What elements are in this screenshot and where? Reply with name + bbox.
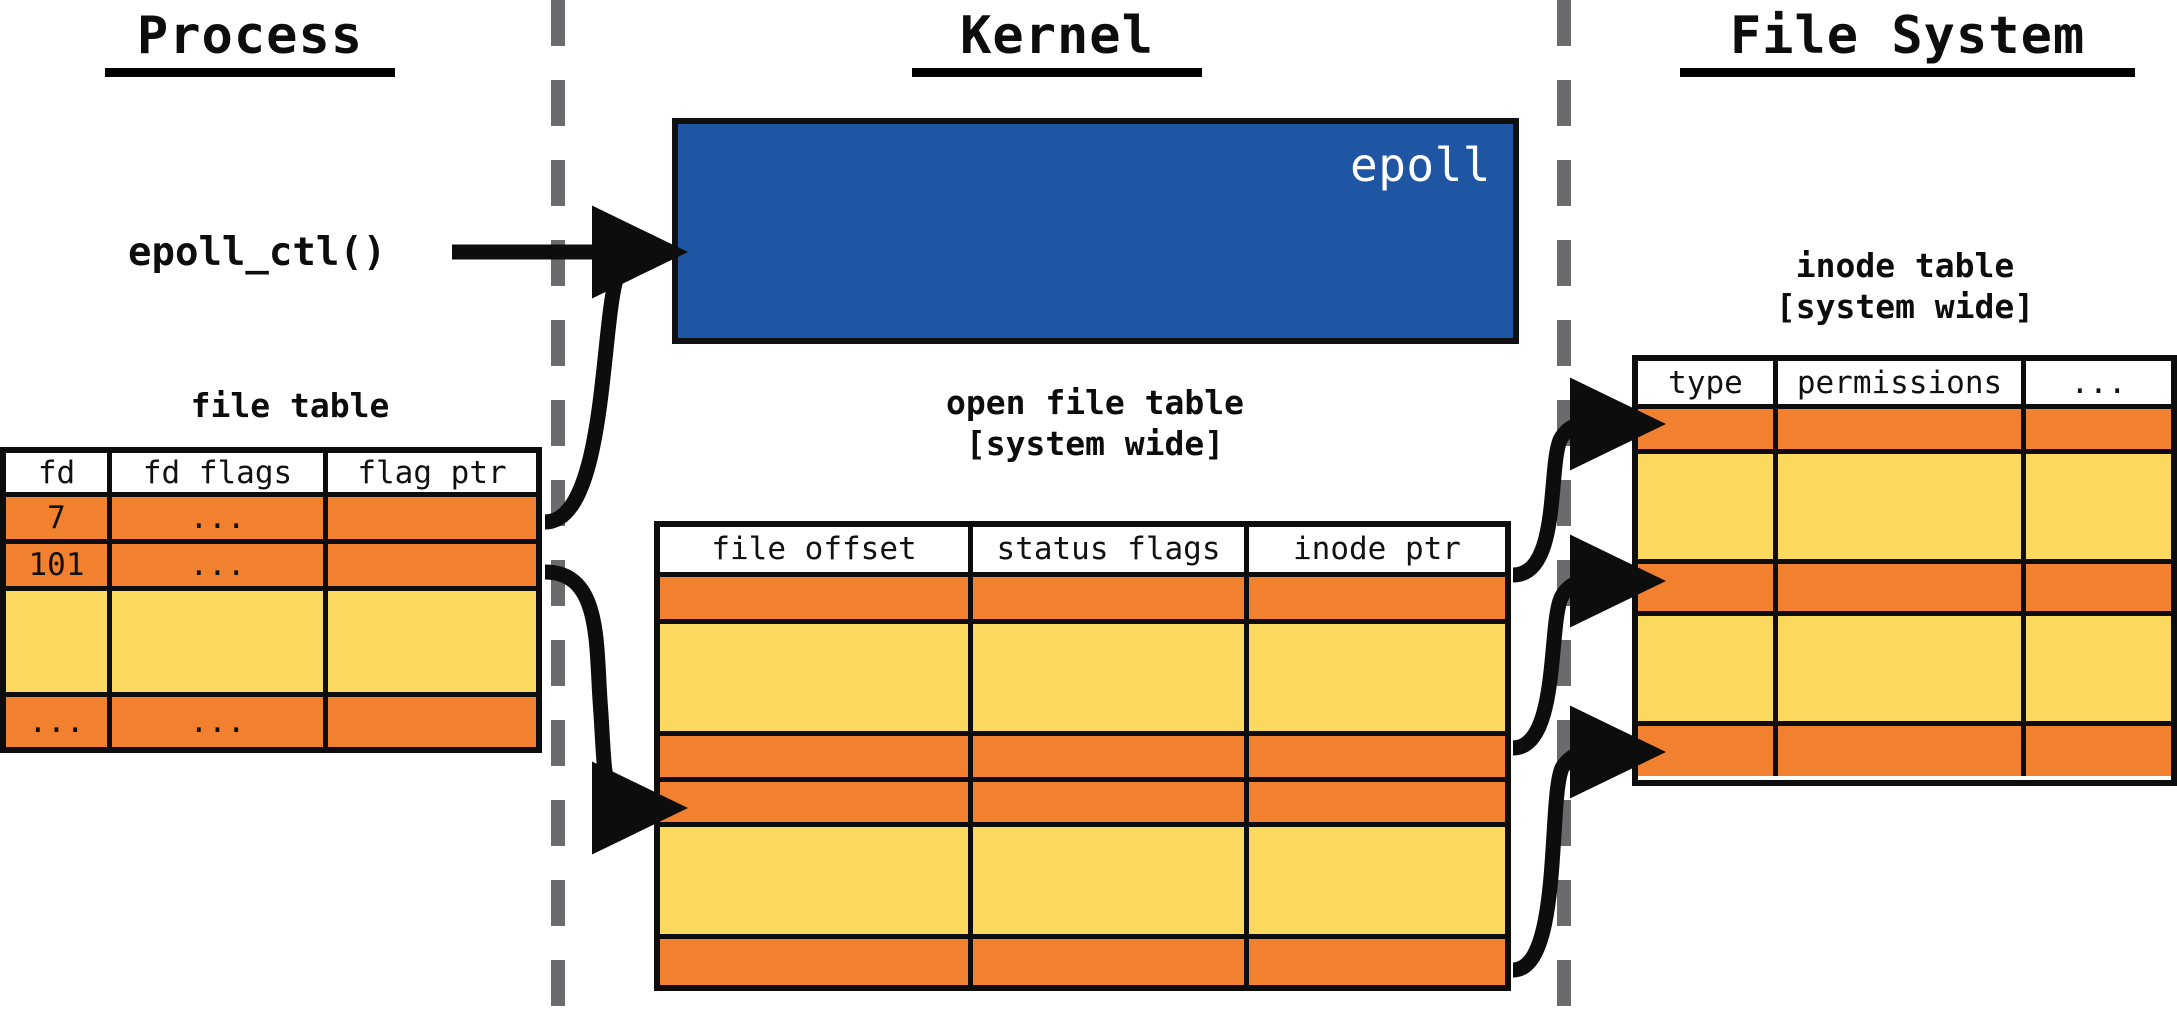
open-file-table-cell-file-offset [660,736,973,782]
syscall-label-epoll-ctl: epoll_ctl() [128,230,387,275]
open-file-table-cell-inode-ptr [1249,827,1505,940]
open-file-table-cell-inode-ptr [1249,781,1505,828]
file-table-cell-fd: 101 [6,544,112,592]
open-file-table-cell-inode-ptr [1249,939,1505,985]
file-table-cell-fd-flags [112,591,328,698]
table-row [660,827,1505,940]
column-title-kernel: Kernel [912,6,1202,77]
epoll-label: epoll [1350,138,1491,192]
inode-table-cell-type [1638,726,1778,776]
table-row [660,624,1505,737]
open-file-table-cell-status-flags [973,736,1249,782]
table-row: ... ... [6,697,536,747]
open-file-table-header-status-flags: status flags [973,527,1249,577]
table-row [660,736,1505,782]
open-file-table-cell-file-offset [660,939,973,985]
epoll-box: epoll [672,118,1519,344]
open-file-table-cell-status-flags [973,939,1249,985]
file-table-cell-fd-flags: ... [112,544,328,592]
open-file-table-cell-status-flags [973,827,1249,940]
file-table-header-fd: fd [6,453,112,498]
inode-table-cell-ellipsis [2026,726,2171,776]
inode-table-cell-ellipsis [2026,454,2171,564]
open-file-table-header-row: file offset status flags inode ptr [660,527,1505,577]
table-row: 101 ... [6,544,536,592]
caption-file-table: file table [190,386,390,425]
inode-table-cell-ellipsis [2026,564,2171,616]
open-file-table-cell-status-flags [973,781,1249,828]
open-file-table-cell-inode-ptr [1249,624,1505,737]
table-row: 7 ... [6,497,536,545]
file-table: fd fd flags flag ptr 7 ... 101 ... ... .… [0,447,542,753]
inode-table-header-permissions: permissions [1778,361,2026,409]
inode-table-header-ellipsis: ... [2026,361,2171,409]
file-table-cell-fd: 7 [6,497,112,545]
inode-table-cell-type [1638,454,1778,564]
open-file-table-cell-file-offset [660,576,973,625]
inode-table-cell-permissions [1778,726,2026,776]
inode-table-cell-type [1638,616,1778,726]
file-table-cell-fd-flags: ... [112,697,328,747]
file-table-cell-flag-ptr [328,544,536,592]
inode-table-cell-ellipsis [2026,616,2171,726]
table-row [1638,409,2171,454]
table-row [1638,564,2171,616]
file-table-cell-fd-flags: ... [112,497,328,545]
table-row [1638,454,2171,564]
inode-table-cell-permissions [1778,616,2026,726]
file-table-cell-flag-ptr [328,697,536,747]
inode-table-cell-permissions [1778,409,2026,454]
inode-table: type permissions ... [1632,355,2177,786]
caption-open-file-table: open file table [system wide] [945,383,1244,464]
open-file-table-header-file-offset: file offset [660,527,973,577]
open-file-table-cell-status-flags [973,624,1249,737]
inode-table-cell-type [1638,409,1778,454]
file-table-header-flag-ptr: flag ptr [328,453,536,498]
open-file-table-cell-inode-ptr [1249,576,1505,625]
table-row [1638,726,2171,776]
file-table-header-fd-flags: fd flags [112,453,328,498]
caption-inode-table: inode table [system wide] [1775,246,2035,327]
open-file-table-header-inode-ptr: inode ptr [1249,527,1505,577]
open-file-table: file offset status flags inode ptr [654,521,1511,991]
table-row [660,576,1505,625]
open-file-table-cell-status-flags [973,576,1249,625]
inode-table-cell-permissions [1778,454,2026,564]
divider-kernel-filesystem [1557,0,1571,1023]
inode-table-cell-permissions [1778,564,2026,616]
column-title-process: Process [105,6,395,77]
open-file-table-cell-file-offset [660,827,973,940]
open-file-table-cell-file-offset [660,781,973,828]
open-file-table-cell-file-offset [660,624,973,737]
table-row [660,781,1505,828]
open-file-table-cell-inode-ptr [1249,736,1505,782]
inode-table-cell-ellipsis [2026,409,2171,454]
file-table-cell-flag-ptr [328,591,536,698]
divider-process-kernel [551,0,565,1023]
table-row [1638,616,2171,726]
file-table-cell-fd: ... [6,697,112,747]
inode-table-cell-type [1638,564,1778,616]
table-row [6,591,536,698]
table-row [660,939,1505,985]
file-table-header-row: fd fd flags flag ptr [6,453,536,498]
file-table-cell-flag-ptr [328,497,536,545]
inode-table-header-row: type permissions ... [1638,361,2171,409]
column-title-filesystem: File System [1680,6,2135,77]
file-table-cell-fd [6,591,112,698]
inode-table-header-type: type [1638,361,1778,409]
